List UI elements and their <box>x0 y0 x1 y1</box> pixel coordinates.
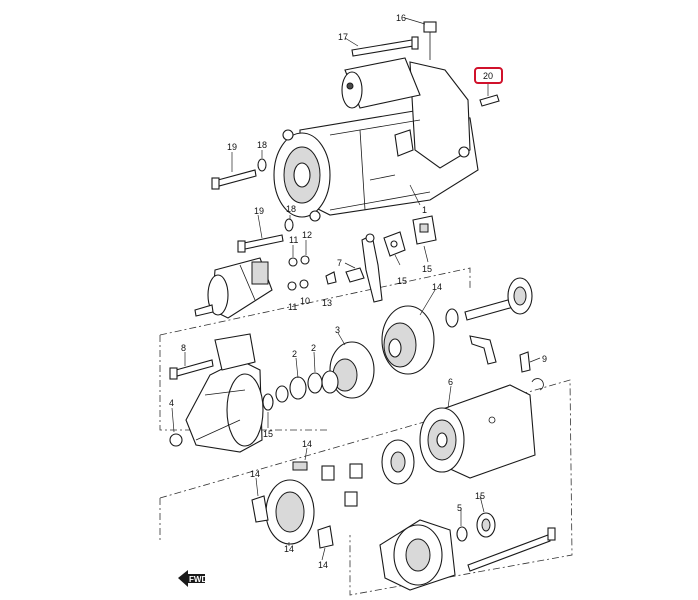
callout-14-clutch-top: 14 <box>302 439 312 449</box>
callout-15-clip: 15 <box>397 276 407 286</box>
shift-lever-fork[interactable] <box>345 233 383 303</box>
small-hardware-set[interactable] <box>287 255 337 291</box>
dowel-pin[interactable] <box>479 94 500 107</box>
callout-18-lower: 18 <box>286 204 296 214</box>
front-arrow-icon <box>178 570 205 587</box>
callout-15-bearing: 15 <box>475 491 485 501</box>
callout-12: 12 <box>302 230 312 240</box>
exploded-group-boundary-upper <box>159 267 471 431</box>
end-bearing[interactable] <box>476 512 496 538</box>
overrunning-clutch-ring[interactable] <box>251 479 334 549</box>
callout-7: 7 <box>337 258 342 268</box>
brush-holder-clip[interactable] <box>383 231 406 257</box>
callout-14-bottom: 14 <box>318 560 328 570</box>
thrust-washer[interactable] <box>262 393 274 411</box>
highlight-box <box>474 67 503 84</box>
bushing[interactable] <box>456 526 468 542</box>
washer-upper[interactable] <box>257 158 267 172</box>
solenoid-bolt[interactable] <box>169 359 214 380</box>
mounting-bolt-lower[interactable] <box>237 234 284 253</box>
solenoid-switch[interactable] <box>194 257 273 319</box>
callout-18-upper: 18 <box>257 140 267 150</box>
callout-14-clutch-left: 14 <box>250 469 260 479</box>
callout-3: 3 <box>335 325 340 335</box>
callout-2-a: 2 <box>292 349 297 359</box>
washer-lower[interactable] <box>284 218 294 232</box>
highlighted-callout-20[interactable]: 20 <box>474 67 503 84</box>
exploded-group-boundary-lower <box>159 379 573 596</box>
callout-17: 17 <box>338 32 348 42</box>
front-direction-arrow: FWD <box>178 570 207 587</box>
callout-11-lower: 11 <box>288 302 297 312</box>
callout-11-upper: 11 <box>289 235 298 245</box>
brush-plate[interactable] <box>381 439 415 485</box>
callout-15-terminal: 15 <box>422 264 432 274</box>
callout-13: 13 <box>322 298 332 308</box>
callout-19-lower: 19 <box>254 206 264 216</box>
planetary-gear-set[interactable] <box>321 341 375 399</box>
snap-ring-a[interactable] <box>289 376 307 400</box>
callout-14-housing: 14 <box>432 282 442 292</box>
motor-yoke-armature[interactable] <box>419 384 536 479</box>
front-drive-housing[interactable] <box>169 333 264 453</box>
starter-motor-assembly[interactable] <box>273 57 479 222</box>
snap-ring-b[interactable] <box>307 372 323 394</box>
callout-14-ring: 14 <box>284 544 294 554</box>
callout-20: 20 <box>483 71 493 81</box>
leader-lines <box>171 17 541 561</box>
callout-4: 4 <box>169 398 174 408</box>
cover-through-bolt[interactable] <box>467 527 556 572</box>
callout-10: 10 <box>300 296 310 306</box>
ground-strap-bracket[interactable] <box>469 335 544 391</box>
roller-clutch-parts[interactable] <box>292 461 363 507</box>
drive-pinion-shaft[interactable] <box>445 277 533 328</box>
callout-1: 1 <box>422 205 427 215</box>
long-through-bolt[interactable] <box>351 36 419 57</box>
callout-15-housing: 15 <box>263 429 273 439</box>
commutator-end-cover[interactable] <box>379 519 456 591</box>
retaining-ring[interactable] <box>275 385 289 403</box>
hex-nut[interactable] <box>423 21 437 60</box>
front-arrow-label: FWD <box>189 575 207 584</box>
callout-9: 9 <box>542 354 547 364</box>
callout-16: 16 <box>396 13 406 23</box>
callout-2-b: 2 <box>311 343 316 353</box>
terminal-block[interactable] <box>412 215 437 245</box>
mounting-bolt-upper[interactable] <box>211 169 257 190</box>
callout-5: 5 <box>457 503 462 513</box>
drive-end-housing[interactable] <box>381 305 435 375</box>
callout-19-upper: 19 <box>227 142 237 152</box>
callout-8: 8 <box>181 343 186 353</box>
callout-6: 6 <box>448 377 453 387</box>
